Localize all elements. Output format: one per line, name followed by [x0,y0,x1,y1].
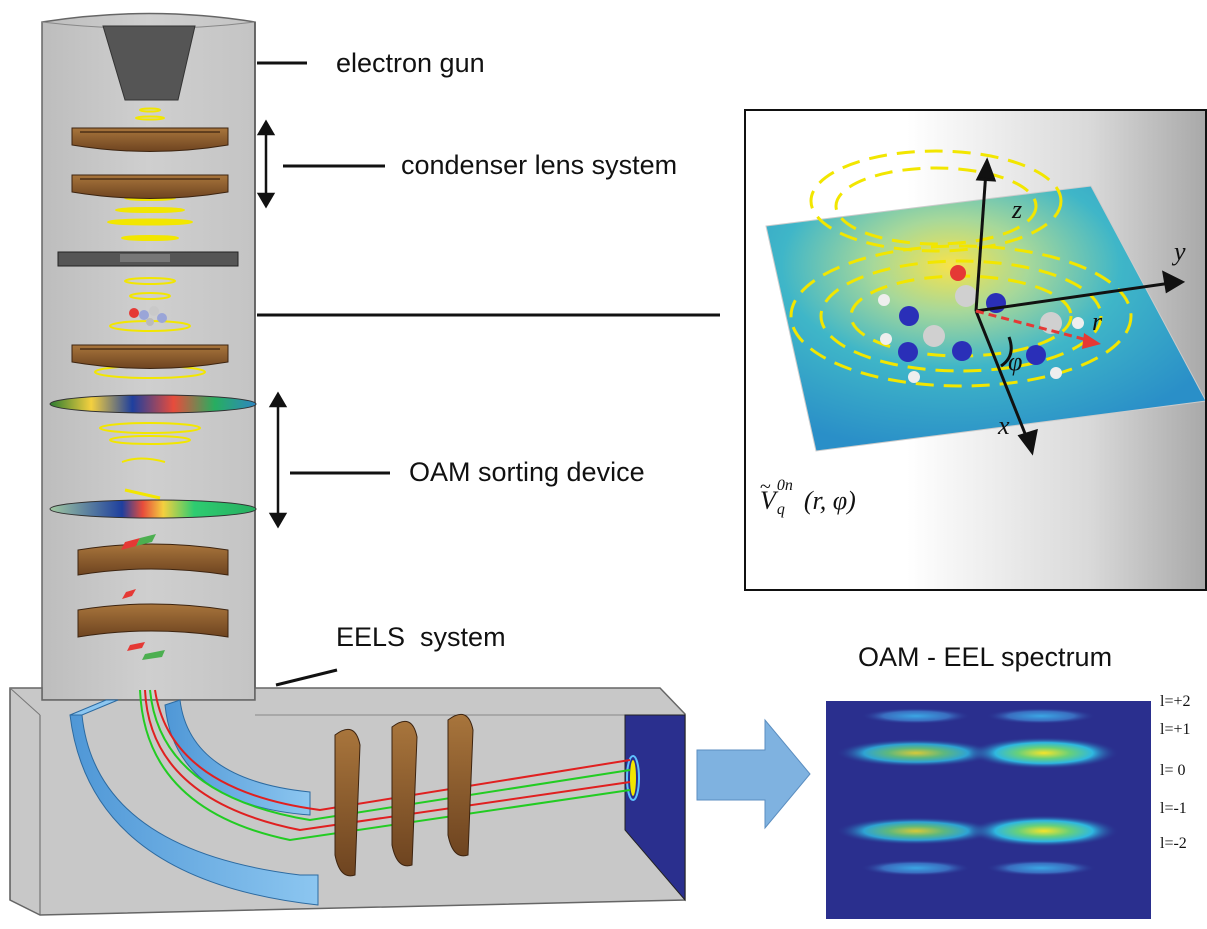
level-l-plus-2: l=+2 [1160,693,1191,710]
angle-phi-label: φ [1008,347,1023,376]
oam-sorter-disc-2 [49,499,257,519]
spectrum-band-l-plus-1 [836,737,1119,769]
eels-magnet-outer [69,714,319,906]
oam-sorter-disc-1 [49,394,257,414]
label-spectrum-title: OAM - EEL spectrum [858,642,1113,672]
label-electron-gun: electron gun [336,48,485,78]
spectrometer-lens-1 [334,728,361,877]
sample-potential-inset: z y x r φ ~ V 0n q (r, φ) [744,109,1207,591]
formula-v: V [760,486,776,515]
aperture-plate [57,251,239,267]
level-l-0: l= 0 [1160,762,1186,779]
label-eels-system: EELS system [336,622,506,652]
spectrometer-lens-3 [447,713,474,857]
label-oam-sorting-device: OAM sorting device [409,457,645,487]
condenser-lens-1 [71,127,229,152]
spot-markers [121,534,165,660]
level-l-plus-1: l=+1 [1160,721,1191,738]
eels-magnet-inner [164,699,311,816]
sample-molecule [129,306,167,326]
potential-plot [765,149,1205,456]
molecule-atoms [878,265,1084,383]
formula-subscript: q [776,501,785,518]
range-arrow-condenser [256,119,276,209]
oam-eel-spectrum [826,701,1151,919]
spectrum-band-l-plus-2 [861,708,1096,724]
formula-args: (r, φ) [803,486,856,515]
spectrometer-lens-2 [391,720,418,867]
range-arrow-oam [268,391,288,529]
radial-vector [975,309,1101,349]
leader-lines [257,61,720,687]
axis-x-label: x [998,411,1010,440]
objective-lens [71,344,229,369]
electron-gun-cone [102,25,196,101]
condenser-lens-2 [71,174,229,199]
spectrum-band-l-minus-2 [861,860,1096,876]
spectrum-band-l-minus-1 [836,815,1119,847]
formula-superscript: 0n [776,477,793,494]
electron-paths [139,689,631,842]
axis-z-label: z [1012,195,1023,224]
potential-formula: ~ V 0n q (r, φ) [760,476,856,518]
level-l-minus-1: l=-1 [1160,800,1187,817]
potential-surface [765,185,1205,452]
axis-r-label: r [1092,307,1103,336]
output-arrow [696,718,811,830]
axis-y-label: y [1174,237,1186,266]
projector-lens-2 [77,603,229,638]
coordinate-axes [974,157,1186,456]
level-l-minus-2: l=-2 [1160,835,1187,852]
label-condenser-lens-system: condenser lens system [401,150,678,180]
